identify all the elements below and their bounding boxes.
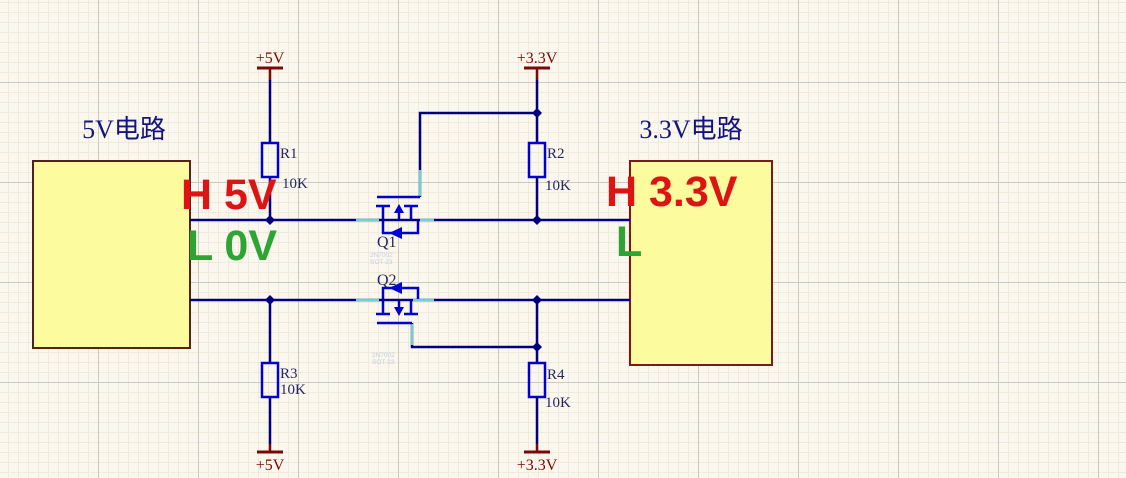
annotation-left-high[interactable]: H 5V	[181, 171, 277, 219]
junction-dot	[532, 342, 542, 352]
wire-q1-gate[interactable]	[418, 111, 537, 197]
transistor-footprint[interactable]: SOT-23	[372, 359, 395, 366]
transistor-q1[interactable]: Q1 2N7002 SOT-23	[370, 195, 420, 266]
mosfet-body-arrow-icon	[389, 282, 402, 294]
wires[interactable]	[190, 80, 630, 444]
resistor-r3[interactable]: R3 10K	[260, 361, 306, 399]
resistor-r1[interactable]: R1 10K	[260, 141, 308, 192]
mosfet-drain-leg-icon	[376, 301, 390, 316]
resistor-value[interactable]: 10K	[545, 178, 571, 194]
mosfet-source-leg-icon	[404, 204, 418, 219]
transistor-ref[interactable]: Q1	[377, 234, 397, 251]
annotation-left-low[interactable]: L 0V	[187, 222, 277, 270]
resistor-body-icon[interactable]	[260, 361, 280, 399]
block-5v-rect[interactable]	[32, 160, 191, 349]
resistor-value[interactable]: 10K	[282, 176, 308, 192]
resistor-ref[interactable]: R1	[280, 146, 298, 162]
resistor-body-icon[interactable]	[527, 141, 547, 179]
resistor-body-icon[interactable]	[260, 141, 280, 179]
annotation-right-low[interactable]: L	[616, 218, 642, 266]
junction-dot	[532, 295, 542, 305]
transistor-q2[interactable]: Q2 2N7002 SOT-23	[372, 272, 420, 366]
power-port-bottom-left[interactable]: +5V	[256, 444, 285, 474]
power-label[interactable]: +5V	[256, 50, 285, 67]
level-annotations[interactable]: H 5V L 0V H 3.3V L	[181, 168, 738, 270]
power-port-top-left[interactable]: +5V	[256, 50, 285, 80]
resistor-ref[interactable]: R4	[547, 367, 565, 383]
junction-dot	[532, 108, 542, 118]
resistor-ref[interactable]: R3	[280, 366, 298, 382]
junctions	[265, 108, 542, 352]
block-5v-circuit[interactable]: 5V电路	[32, 115, 191, 349]
resistor-r2[interactable]: R2 10K	[527, 141, 571, 194]
power-port-bottom-right[interactable]: +3.3V	[517, 444, 558, 474]
mosfet-arrow-icon	[394, 204, 404, 213]
mosfet-body-arrow-icon	[389, 227, 402, 239]
junction-dot	[532, 215, 542, 225]
block-3v3-title[interactable]: 3.3V电路	[639, 115, 742, 144]
mosfet-drain-leg-icon	[376, 204, 390, 219]
block-3v3-circuit[interactable]: 3.3V电路	[629, 115, 773, 366]
resistor-value[interactable]: 10K	[280, 382, 306, 398]
transistor-comment[interactable]: 2N7002	[370, 252, 393, 259]
junction-dot	[265, 215, 275, 225]
mosfet-arrow-icon	[394, 307, 404, 316]
block-5v-title[interactable]: 5V电路	[82, 115, 166, 144]
resistor-body-icon[interactable]	[527, 361, 547, 399]
transistor-comment[interactable]: 2N7002	[372, 352, 395, 359]
resistor-r4[interactable]: R4 10K	[527, 361, 571, 411]
junction-dot	[265, 295, 275, 305]
annotation-right-high[interactable]: H 3.3V	[606, 168, 738, 216]
transistor-ref[interactable]: Q2	[377, 272, 397, 289]
block-3v3-rect[interactable]	[629, 160, 773, 366]
power-label[interactable]: +5V	[256, 457, 285, 474]
resistor-ref[interactable]: R2	[547, 146, 565, 162]
resistor-value[interactable]: 10K	[545, 395, 571, 411]
wire-q2-gate[interactable]	[410, 323, 537, 349]
transistor-footprint[interactable]: SOT-23	[370, 259, 393, 266]
power-label[interactable]: +3.3V	[517, 50, 558, 67]
power-port-top-right[interactable]: +3.3V	[517, 50, 558, 80]
power-label[interactable]: +3.3V	[517, 457, 558, 474]
mosfet-source-leg-icon	[404, 301, 418, 316]
